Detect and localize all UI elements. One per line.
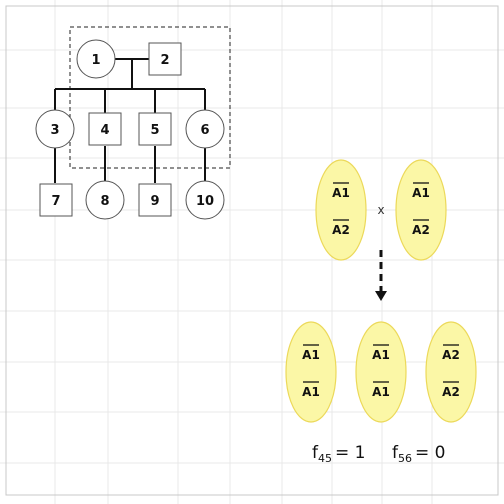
- f45-formula: f45= 1: [312, 443, 365, 465]
- individual-6: [185, 109, 225, 149]
- offspring-2-bottom-allele: A1: [372, 385, 390, 399]
- pedigree-lines: [54, 58, 206, 183]
- individual-10: [185, 180, 225, 220]
- f56-subscript: 56: [398, 452, 412, 465]
- f56-symbol: f: [392, 443, 399, 463]
- parent-1-top-allele: A1: [332, 186, 350, 200]
- individual-8-label: 8: [100, 194, 109, 209]
- parent-1-bottom-allele: A2: [332, 223, 350, 237]
- f45-value: = 1: [335, 443, 365, 463]
- offspring-1-bottom-allele: A1: [302, 385, 320, 399]
- individual-7: [39, 183, 73, 217]
- individual-5-label: 5: [150, 123, 159, 138]
- offspring-1-ellipse: [285, 321, 337, 423]
- offspring-1-top-allele: A1: [302, 348, 320, 362]
- offspring-2-top-allele: A1: [372, 348, 390, 362]
- f45-symbol: f: [312, 443, 319, 463]
- offspring-ellipses: [285, 321, 477, 423]
- individual-7-label: 7: [51, 194, 60, 209]
- individual-4: [88, 112, 122, 146]
- offspring-2-ellipse: [355, 321, 407, 423]
- dashed-highlight-box: [69, 26, 231, 169]
- individual-1: [76, 39, 116, 79]
- individual-10-label: 10: [196, 194, 214, 209]
- cross-symbol: x: [377, 203, 384, 217]
- f56-value: = 0: [415, 443, 445, 463]
- individual-5: [138, 112, 172, 146]
- parent-1-ellipse: [315, 159, 367, 261]
- parent-2-ellipse: [395, 159, 447, 261]
- individual-4-label: 4: [100, 123, 109, 138]
- outer-frame: [5, 5, 499, 496]
- offspring-3-ellipse: [425, 321, 477, 423]
- individual-2-label: 2: [160, 53, 169, 68]
- individual-3: [35, 109, 75, 149]
- individual-6-label: 6: [200, 123, 209, 138]
- cross-arrow: [375, 250, 387, 301]
- parent-2-top-allele: A1: [412, 186, 430, 200]
- f45-subscript: 45: [318, 452, 332, 465]
- parent-ellipses: [315, 159, 447, 261]
- individual-2: [148, 42, 182, 76]
- individual-9: [138, 183, 172, 217]
- individual-3-label: 3: [50, 123, 59, 138]
- individual-1-label: 1: [91, 53, 100, 68]
- offspring-3-bottom-allele: A2: [442, 385, 460, 399]
- parent-2-bottom-allele: A2: [412, 223, 430, 237]
- offspring-3-top-allele: A2: [442, 348, 460, 362]
- pedigree-individuals: [35, 39, 225, 220]
- individual-9-label: 9: [150, 194, 159, 209]
- f56-formula: f56= 0: [392, 443, 445, 465]
- individual-8: [85, 180, 125, 220]
